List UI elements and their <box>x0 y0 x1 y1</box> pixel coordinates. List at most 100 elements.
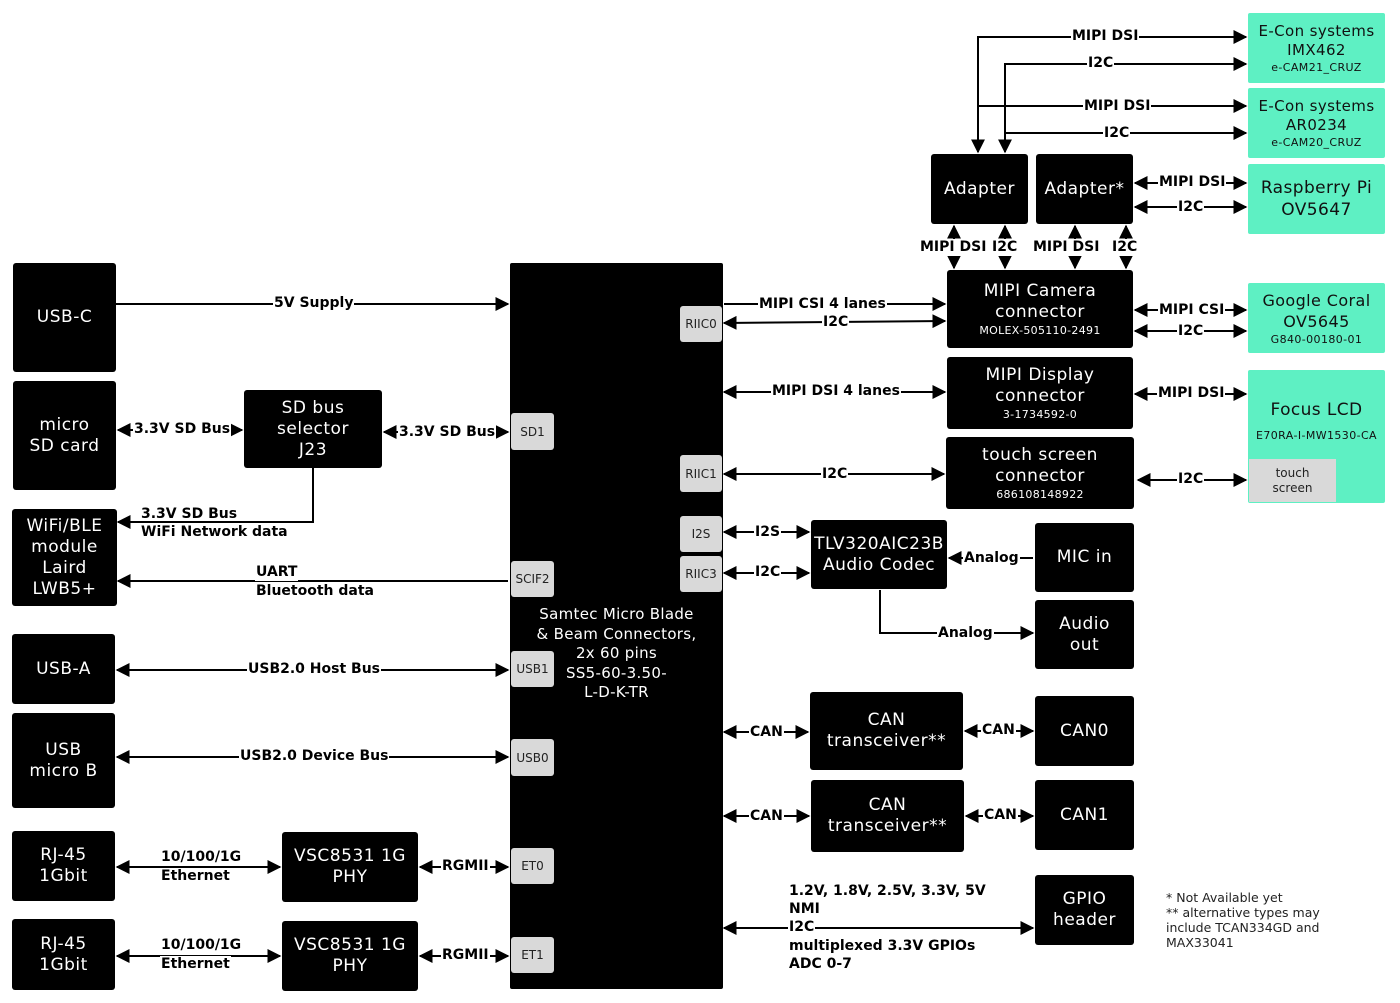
phy-1-label-2: PHY <box>332 867 368 887</box>
adapter-label: Adapter <box>944 178 1015 199</box>
google-coral-camera-block: Google Coral OV5645 G840-00180-01 <box>1248 283 1385 353</box>
port-sd1: SD1 <box>511 413 554 450</box>
audio-out-block: Audio out <box>1035 600 1134 669</box>
phy-2-label-2: PHY <box>332 956 368 976</box>
label-analog-out: Analog <box>937 625 994 642</box>
label-eth2-speed: 10/100/1G <box>161 937 242 953</box>
phy-block-1: VSC8531 1G PHY <box>282 832 418 902</box>
label-usb-device: USB2.0 Device Bus <box>239 748 390 765</box>
phy-2-label-1: VSC8531 1G <box>294 935 406 955</box>
label-rpi-dsi: MIPI DSI <box>1158 174 1227 191</box>
coral-label-2: OV5645 <box>1283 311 1350 331</box>
econ-imx462-part: e-CAM21_CRUZ <box>1271 60 1362 74</box>
samtec-line-1: Samtec Micro Blade <box>539 605 694 623</box>
mipi-cam-part: MOLEX-505110-2491 <box>979 323 1101 337</box>
sd-selector-label-2: selector <box>277 418 349 439</box>
label-eth1-ethernet: Ethernet <box>160 868 231 885</box>
focus-lcd-part: E70RA-I-MW1530-CA <box>1256 429 1377 442</box>
port-riic0: RIIC0 <box>680 306 722 342</box>
touch-screen-connector-block: touch screen connector 686108148922 <box>946 437 1134 509</box>
econ-imx462-label-1: E-Con systems <box>1258 21 1375 40</box>
mipi-disp-label-2: connector <box>995 385 1085 406</box>
adapter-star-label: Adapter* <box>1044 178 1125 199</box>
econ-ar0234-label-1: E-Con systems <box>1258 96 1375 115</box>
econ-ar0234-label-2: AR0234 <box>1285 115 1348 134</box>
gpio-header-block: GPIO header <box>1035 875 1134 945</box>
coral-part: G840-00180-01 <box>1270 332 1363 346</box>
label-gpio-adc: ADC 0-7 <box>789 956 852 972</box>
label-vertical-i2c-1: I2C <box>991 239 1019 256</box>
touch-conn-part: 686108148922 <box>996 487 1084 501</box>
label-can-c: CAN <box>749 808 784 825</box>
can-tr-2-label-1: CAN <box>868 795 907 815</box>
label-touch-i2c: I2C <box>1177 471 1205 488</box>
label-gpio-i2c: I2C <box>788 919 816 936</box>
label-wifi-sd: 3.3V SD Bus <box>141 506 238 522</box>
wifi-module-block: WiFi/BLE module Laird LWB5+ <box>12 509 117 606</box>
can0-label: CAN0 <box>1059 720 1110 741</box>
econ-imx462-block: E-Con systems IMX462 e-CAM21_CRUZ <box>1248 13 1385 83</box>
micro-sd-block: micro SD card <box>13 381 116 490</box>
label-top-i2c-1: I2C <box>1087 55 1115 72</box>
samtec-line-4: SS5-60-3.50- <box>566 663 667 682</box>
wifi-label-1: WiFi/BLE <box>26 515 103 536</box>
gpio-label-2: header <box>1053 910 1116 930</box>
touch-conn-label-2: connector <box>995 465 1085 486</box>
label-sd-bus-a: 3.3V SD Bus <box>133 421 232 438</box>
samtec-line-2: & Beam Connectors, <box>536 624 697 643</box>
econ-ar0234-block: E-Con systems AR0234 e-CAM20_CRUZ <box>1248 88 1385 158</box>
econ-imx462-label-2: IMX462 <box>1287 40 1346 59</box>
sd-selector-label-1: SD bus <box>281 397 345 418</box>
label-coral-csi: MIPI CSI <box>1158 302 1226 319</box>
audio-codec-block: TLV320AIC23B Audio Codec <box>811 520 947 589</box>
wifi-label-2: module <box>31 536 98 557</box>
can0-block: CAN0 <box>1035 696 1134 766</box>
label-top-dsi-1: MIPI DSI <box>1071 28 1140 45</box>
samtec-line-3: 2x 60 pins <box>575 644 658 662</box>
label-uart: UART <box>255 564 299 581</box>
label-i2c-riic3: I2C <box>754 564 782 581</box>
label-lcd-dsi: MIPI DSI <box>1157 385 1226 402</box>
label-top-dsi-2: MIPI DSI <box>1083 98 1152 115</box>
label-usb-host: USB2.0 Host Bus <box>247 661 382 678</box>
mipi-display-connector-block: MIPI Display connector 3-1734592-0 <box>947 357 1133 429</box>
footnote-3: include TCAN334GD and <box>1166 920 1320 935</box>
label-i2s: I2S <box>754 524 782 541</box>
mic-in-block: MIC in <box>1035 523 1134 592</box>
samtec-text: Samtec Micro Blade & Beam Connectors, 2x… <box>514 605 719 703</box>
micro-sd-label-2: SD card <box>29 435 100 456</box>
micro-sd-label-1: micro <box>39 414 90 435</box>
label-coral-i2c: I2C <box>1177 323 1205 340</box>
mipi-cam-label-2: connector <box>995 301 1085 322</box>
adapter-block: Adapter <box>931 154 1028 224</box>
label-gpio-multiplexed: multiplexed 3.3V GPIOs <box>789 938 976 954</box>
econ-ar0234-part: e-CAM20_CRUZ <box>1271 135 1362 149</box>
mipi-disp-label-1: MIPI Display <box>985 364 1095 385</box>
label-gpio-voltages: 1.2V, 1.8V, 2.5V, 3.3V, 5V <box>789 883 986 899</box>
label-i2c-riic0: I2C <box>822 314 850 331</box>
label-can-a: CAN <box>749 724 784 741</box>
phy-block-2: VSC8531 1G PHY <box>282 921 418 991</box>
wifi-label-3: Laird <box>42 557 87 578</box>
can-tr-1-label-2: transceiver** <box>826 731 947 751</box>
can-tr-1-label-1: CAN <box>867 710 906 730</box>
can-transceiver-block-1: CAN transceiver** <box>810 692 963 770</box>
rpi-label-1: Raspberry Pi <box>1260 178 1373 198</box>
port-usb0: USB0 <box>511 739 554 776</box>
samtec-line-5: L-D-K-TR <box>584 683 649 701</box>
label-rpi-i2c: I2C <box>1177 199 1205 216</box>
label-vertical-dsi-2: MIPI DSI <box>1032 239 1101 256</box>
label-mipi-csi-4-lanes: MIPI CSI 4 lanes <box>758 296 887 313</box>
footnote-1: * Not Available yet <box>1166 890 1283 905</box>
audio-out-label-2: out <box>1069 634 1100 655</box>
mipi-cam-label-1: MIPI Camera <box>983 280 1097 301</box>
touch-screen-label-2: screen <box>1272 480 1313 495</box>
adapter-star-block: Adapter* <box>1036 154 1133 224</box>
coral-label-1: Google Coral <box>1262 290 1371 310</box>
focus-lcd-label: Focus LCD <box>1270 400 1363 420</box>
usb-c-block: USB-C <box>13 263 116 372</box>
usb-a-block: USB-A <box>12 634 115 704</box>
can-tr-2-label-2: transceiver** <box>827 816 948 836</box>
touch-screen-block: touch screen <box>1249 459 1336 502</box>
